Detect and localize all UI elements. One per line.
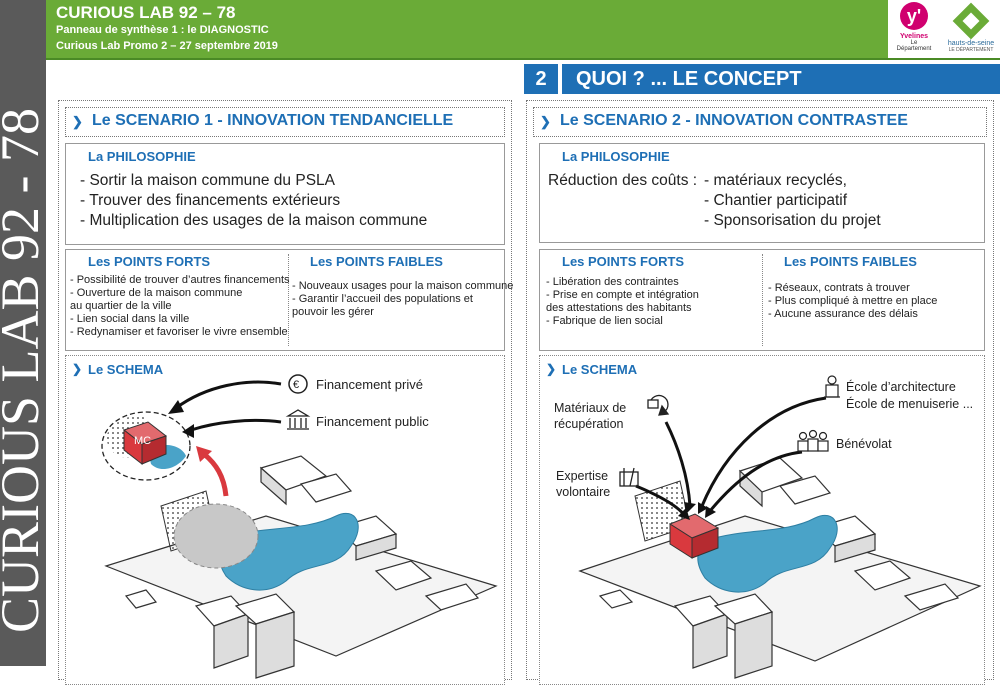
strengths-heading: Les POINTS FORTS	[88, 254, 211, 269]
weaknesses-heading: Les POINTS FAIBLES	[310, 254, 443, 269]
philosophy-item: - Chantier participatif	[704, 192, 848, 209]
water-area	[697, 514, 838, 593]
schema-heading: Le SCHEMA	[88, 362, 164, 377]
philosophy-item: - Multiplication des usages de la maison…	[80, 212, 428, 229]
scenario1-points-box: Les POINTS FORTS - Possibilité de trouve…	[65, 249, 513, 351]
sidebar-label: CURIOUS LAB 92 - 78	[0, 107, 46, 633]
partner-logos: y' Yvelines Le Département hauts-de-sein…	[888, 0, 1000, 58]
scenario2-title: Le SCENARIO 2 - INNOVATION CONTRASTEE	[560, 112, 908, 129]
weakness-item: pouvoir les gérer	[292, 306, 374, 318]
expertise-label-2: volontaire	[556, 485, 610, 499]
scenario2-schema-diagram: Matériaux de récupération École d’archit…	[554, 375, 982, 679]
schema-heading: Le SCHEMA	[562, 362, 638, 377]
materials-label-2: récupération	[554, 417, 624, 431]
scenario1-title-bar: ❯ Le SCENARIO 1 - INNOVATION TENDANCIELL…	[65, 107, 505, 137]
scenario1-schema-diagram: MC € Financement privé Financement publi…	[101, 374, 498, 679]
maison-commune-house	[668, 513, 720, 559]
bank-icon	[285, 409, 311, 430]
chevron-right-icon: ❯	[72, 114, 83, 129]
weakness-item: - Garantir l’accueil des populations et	[292, 293, 473, 305]
yvelines-sub: Le Département	[896, 40, 932, 52]
philosophy-lead: Réduction des coûts :	[548, 172, 698, 189]
scenario1-schema-box: ❯ Le SCHEMA	[65, 355, 505, 685]
expertise-label-1: Expertise	[556, 469, 608, 483]
strength-item: - Possibilité de trouver d’autres financ…	[70, 274, 290, 286]
philosophy-item: - Sortir la maison commune du PSLA	[80, 172, 335, 189]
scenario1-philosophy-box: La PHILOSOPHIE - Sortir la maison commun…	[65, 143, 505, 245]
chevron-right-icon: ❯	[72, 362, 83, 376]
volunteers-icon	[797, 429, 829, 452]
strength-item: - Libération des contraintes	[546, 276, 679, 288]
strength-item: - Redynamiser et favoriser le vivre ense…	[70, 326, 288, 338]
points-divider	[762, 254, 763, 346]
philosophy-item: - Trouver des financements extérieurs	[80, 192, 341, 209]
hds-sub: LE DÉPARTEMENT	[948, 47, 994, 53]
weakness-item: - Plus compliqué à mettre en place	[768, 295, 938, 307]
mc-label: MC	[134, 435, 151, 447]
philosophy-heading: La PHILOSOPHIE	[562, 149, 670, 164]
volunteers-label: Bénévolat	[836, 437, 892, 451]
strength-item: des attestations des habitants	[546, 302, 692, 314]
section-title: QUOI ? ... LE CONCEPT	[562, 64, 1000, 94]
scenario1-panel: ❯ Le SCENARIO 1 - INNOVATION TENDANCIELL…	[58, 100, 513, 685]
header-title: CURIOUS LAB 92 – 78	[56, 3, 236, 22]
hds-name: hauts-de-seine	[947, 40, 995, 47]
yvelines-mark: y'	[900, 2, 928, 30]
scenario2-philosophy-box: La PHILOSOPHIE Réduction des coûts : - m…	[539, 143, 985, 243]
chevron-right-icon: ❯	[546, 362, 557, 376]
svg-text:€: €	[293, 379, 299, 391]
philosophy-item: - matériaux recyclés,	[704, 172, 847, 189]
tools-icon	[619, 467, 639, 487]
header-subtitle-date: Curious Lab Promo 2 – 27 septembre 2019	[56, 40, 278, 52]
header-banner: CURIOUS LAB 92 – 78 Panneau de synthèse …	[46, 0, 1000, 60]
yvelines-logo: y' Yvelines Le Département	[894, 2, 934, 56]
strength-item: - Fabrique de lien social	[546, 315, 663, 327]
philosophy-heading: La PHILOSOPHIE	[88, 149, 196, 164]
school-label-2: École de menuiserie ...	[846, 396, 973, 411]
section-number: 2	[524, 64, 558, 94]
strength-item: - Prise en compte et intégration	[546, 289, 699, 301]
maison-commune-house	[122, 421, 168, 466]
strength-item: au quartier de la ville	[70, 300, 172, 312]
scenario2-points-box: Les POINTS FORTS - Libération des contra…	[539, 249, 985, 351]
header-subtitle: Panneau de synthèse 1 : le DIAGNOSTIC	[56, 24, 269, 36]
weakness-item: - Réseaux, contrats à trouver	[768, 282, 910, 294]
school-label-1: École d’architecture	[846, 379, 956, 394]
funding-public-label: Financement public	[316, 414, 429, 429]
recycle-icon	[647, 394, 670, 416]
scenario2-title-bar: ❯ Le SCENARIO 2 - INNOVATION CONTRASTEE	[533, 107, 987, 137]
scenario2-schema-box: ❯ Le SCHEMA	[539, 355, 985, 685]
materials-label-1: Matériaux de	[554, 401, 626, 415]
strengths-heading: Les POINTS FORTS	[562, 254, 685, 269]
vertical-sidebar: CURIOUS LAB 92 - 78	[0, 0, 46, 666]
hds-diamond-icon	[952, 2, 990, 40]
strength-item: - Lien social dans la ville	[70, 313, 190, 325]
scenario2-panel: ❯ Le SCENARIO 2 - INNOVATION CONTRASTEE …	[526, 100, 994, 685]
removed-site-marker	[173, 503, 259, 569]
yvelines-name: Yvelines	[899, 33, 929, 40]
funding-private-label: Financement privé	[316, 377, 423, 392]
points-divider	[288, 254, 289, 346]
hauts-de-seine-logo: hauts-de-seine LE DÉPARTEMENT	[944, 2, 998, 56]
weakness-item: - Aucune assurance des délais	[768, 308, 918, 320]
chevron-right-icon: ❯	[540, 114, 551, 129]
philosophy-item: - Sponsorisation du projet	[704, 212, 881, 229]
scenario1-title: Le SCENARIO 1 - INNOVATION TENDANCIELLE	[92, 112, 454, 129]
architect-icon	[824, 375, 840, 398]
euro-icon	[288, 374, 308, 394]
weakness-item: - Nouveaux usages pour la maison commune	[292, 280, 514, 292]
weaknesses-heading: Les POINTS FAIBLES	[784, 254, 917, 269]
strength-item: - Ouverture de la maison commune	[70, 287, 243, 299]
